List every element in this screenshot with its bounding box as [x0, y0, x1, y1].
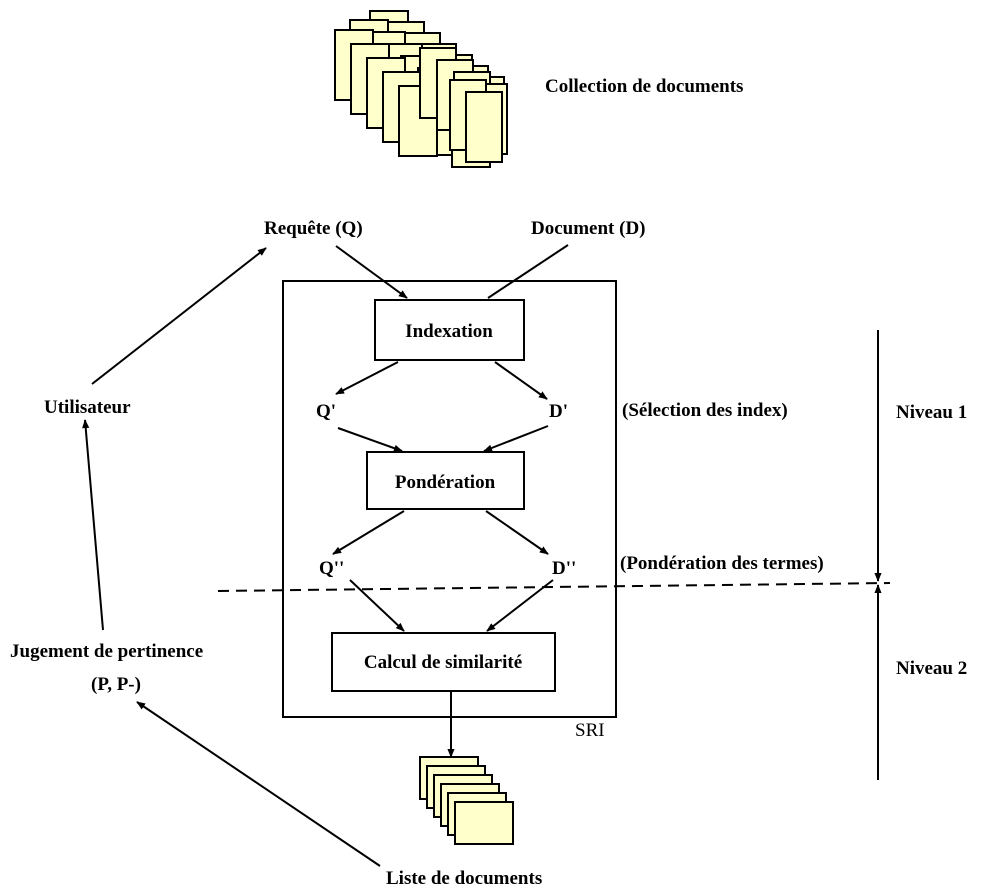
- user-to-query-arrow: [91, 247, 267, 385]
- document-label: Document (D): [531, 218, 646, 239]
- weighting-to-d-double-prime-arrow: [485, 510, 549, 555]
- weighting-to-q-double-prime-arrow: [332, 510, 405, 555]
- q-prime-label: Q': [316, 401, 336, 422]
- sri-label: SRI: [575, 720, 605, 741]
- result-list-label: Liste de documents: [386, 868, 542, 889]
- weighting-box: [366, 451, 525, 510]
- indexing-to-d-prime-arrow: [494, 361, 548, 400]
- judgement-label-line2: (P, P-): [91, 674, 141, 695]
- indexing-to-q-prime-arrow: [335, 361, 399, 395]
- level-1-label: Niveau 1: [896, 402, 967, 423]
- weighting-label: Pondération: [395, 472, 496, 493]
- d-prime-label: D': [549, 401, 568, 422]
- index-selection-label: (Sélection des index): [622, 400, 788, 421]
- user-label: Utilisateur: [44, 397, 131, 418]
- level-separator-dashed: [217, 582, 891, 592]
- results-to-judgement-arrow: [136, 701, 381, 867]
- query-to-indexing-arrow: [335, 245, 408, 299]
- indexing-box: [374, 299, 525, 361]
- document-to-indexing-line: [487, 244, 569, 299]
- indexing-label: Indexation: [405, 321, 493, 342]
- q-double-prime-label: Q'': [319, 558, 344, 579]
- document-sheet: [454, 801, 514, 845]
- term-weighting-label: (Pondération des termes): [620, 553, 824, 574]
- q-prime-to-weighting-arrow: [337, 427, 403, 452]
- judgement-to-user-arrow: [82, 419, 104, 631]
- collection-label: Collection de documents: [545, 76, 743, 97]
- similarity-box: [331, 632, 556, 692]
- result-documents-icon: [419, 756, 514, 845]
- document-sheet: [465, 91, 503, 163]
- similarity-label: Calcul de similarité: [364, 652, 522, 673]
- level-2-label: Niveau 2: [896, 658, 967, 679]
- d-double-prime-label: D'': [552, 558, 576, 579]
- d-double-prime-to-similarity-arrow: [486, 579, 554, 632]
- d-prime-to-weighting-arrow: [483, 425, 549, 452]
- judgement-label-line1: Jugement de pertinence: [10, 641, 203, 662]
- q-double-prime-to-similarity-arrow: [349, 579, 405, 632]
- document-collection-icon: [334, 10, 508, 168]
- query-label: Requête (Q): [264, 218, 363, 239]
